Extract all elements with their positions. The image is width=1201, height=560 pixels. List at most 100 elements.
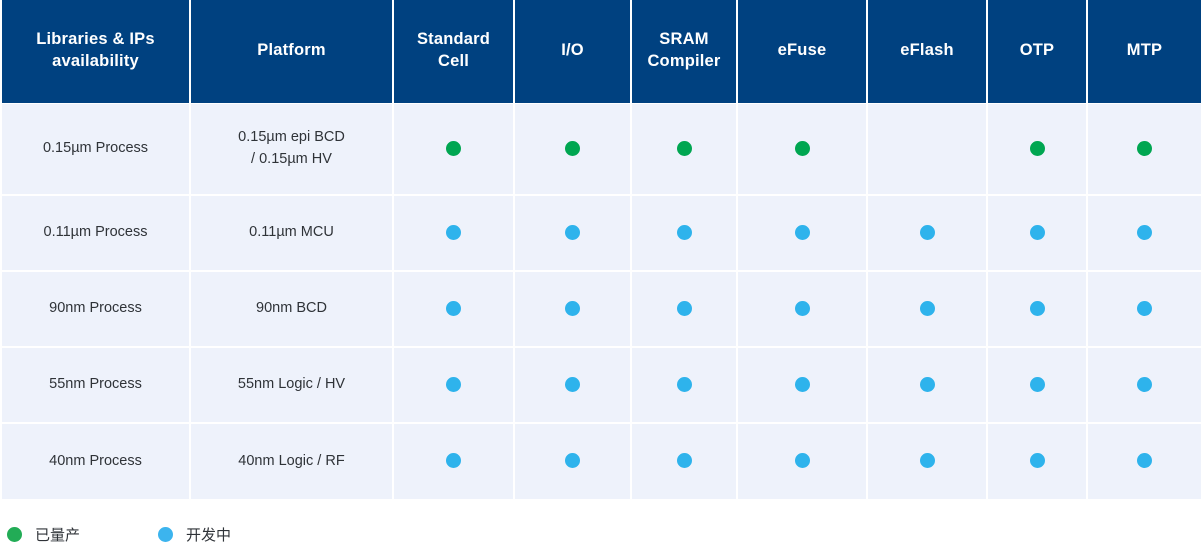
legend-label: 开发中 [186, 527, 232, 544]
cell-platform-line: 55nm Logic / HV [237, 376, 346, 393]
cell-status-mtp [1087, 271, 1201, 348]
cell-platform-line: 40nm Logic / RF [238, 452, 345, 469]
cell-status-sram-compiler [631, 347, 738, 424]
cell-status-mtp [1087, 195, 1201, 272]
status-green-dot-icon [1137, 140, 1152, 156]
status-blue-dot-icon [446, 224, 461, 240]
status-blue-dot-icon [446, 453, 461, 469]
cell-status-efuse [737, 347, 868, 424]
cell-platform-line: / 0.15µm HV [251, 150, 332, 167]
column-header-efuse-label: eFuse [777, 41, 827, 60]
cell-status-sram-compiler [631, 423, 738, 499]
status-blue-dot-icon [1029, 224, 1045, 240]
cell-status-sram-compiler [631, 195, 738, 272]
cell-status-mtp [1087, 347, 1201, 424]
cell-status-otp [987, 423, 1088, 499]
column-header-eflash-label: eFlash [900, 41, 954, 60]
legend-green-dot-icon [7, 527, 22, 542]
status-blue-dot-icon [794, 453, 810, 469]
status-blue-dot-icon [565, 453, 580, 469]
status-blue-dot-icon [794, 300, 810, 316]
cell-status-io [514, 271, 632, 348]
status-blue-dot-icon [676, 224, 692, 240]
status-blue-dot-icon [446, 300, 461, 316]
status-blue-dot-icon [919, 300, 935, 316]
status-green-dot-icon [1029, 140, 1045, 156]
table-body: 0.15µm Process 0.15µm epi BCD / 0.15µm HV 0… [0, 103, 1201, 499]
status-blue-dot-icon [565, 224, 580, 240]
status-green-dot-icon [676, 140, 692, 156]
status-green-dot-icon [794, 140, 810, 156]
cell-platform-line: 90nm BCD [256, 300, 327, 317]
column-header-otp: OTP [987, 0, 1088, 104]
status-blue-dot-icon [1137, 300, 1152, 316]
cell-process: 40nm Process [0, 423, 191, 499]
column-header-process-line-1: Libraries & IPs [36, 30, 155, 49]
column-header-process-line-2: availability [52, 52, 139, 71]
cell-process: 55nm Process [0, 347, 191, 424]
status-blue-dot-icon [1029, 376, 1045, 392]
cell-platform-line: 0.15µm epi BCD [238, 129, 345, 145]
column-header-efuse: eFuse [737, 0, 868, 104]
status-blue-dot-icon [676, 300, 692, 316]
column-header-mtp: MTP [1087, 0, 1201, 104]
column-header-process: Libraries & IPs availability [0, 0, 191, 104]
status-blue-dot-icon [1137, 376, 1152, 392]
column-header-standard-cell: Standard Cell [393, 0, 515, 104]
cell-status-mtp [1087, 423, 1201, 499]
cell-status-otp [987, 195, 1088, 272]
table-row: 55nm Process 55nm Logic / HV [0, 347, 1201, 424]
status-blue-dot-icon [676, 376, 692, 392]
cell-status-otp [987, 347, 1088, 424]
cell-status-otp [987, 103, 1088, 196]
libraries-ip-availability-table: Libraries & IPs availability Platform St… [0, 0, 1201, 499]
status-blue-dot-icon [565, 376, 580, 392]
column-header-platform-label: Platform [257, 41, 326, 60]
cell-status-eflash [867, 271, 988, 348]
cell-status-eflash [867, 103, 988, 196]
status-blue-dot-icon [1137, 224, 1152, 240]
cell-platform: 0.11µm MCU [190, 195, 394, 272]
status-blue-dot-icon [919, 376, 935, 392]
status-green-dot-icon [446, 140, 461, 156]
legend-label: 已量产 [35, 527, 81, 544]
status-blue-dot-icon [1029, 453, 1045, 469]
cell-status-io [514, 347, 632, 424]
cell-platform: 55nm Logic / HV [190, 347, 394, 424]
status-blue-dot-icon [794, 224, 810, 240]
column-header-eflash: eFlash [867, 0, 988, 104]
column-header-sram-compiler-line-1: SRAM [659, 30, 709, 49]
cell-status-io [514, 423, 632, 499]
cell-status-mtp [1087, 103, 1201, 196]
cell-platform-line: 0.11µm MCU [249, 224, 334, 241]
cell-status-sram-compiler [631, 271, 738, 348]
header-row: Libraries & IPs availability Platform St… [0, 0, 1201, 104]
column-header-sram-compiler: SRAM Compiler [631, 0, 738, 104]
status-blue-dot-icon [794, 376, 810, 392]
cell-status-io [514, 103, 632, 196]
cell-status-standard-cell [393, 195, 515, 272]
cell-status-standard-cell [393, 103, 515, 196]
cell-status-standard-cell [393, 347, 515, 424]
cell-process: 0.15µm Process [0, 103, 191, 196]
legend-item: 已量产 [7, 524, 80, 545]
cell-platform: 40nm Logic / RF [190, 423, 394, 499]
status-blue-dot-icon [446, 376, 461, 392]
legend-item: 开发中 [158, 524, 231, 545]
table-row: 40nm Process 40nm Logic / RF [0, 423, 1201, 499]
status-green-dot-icon [565, 140, 580, 156]
cell-status-efuse [737, 271, 868, 348]
column-header-io-label: I/O [561, 41, 584, 60]
cell-status-otp [987, 271, 1088, 348]
column-header-standard-cell-line-2: Cell [437, 52, 470, 71]
column-header-sram-compiler-line-2: Compiler [647, 52, 721, 71]
cell-status-standard-cell [393, 423, 515, 499]
status-blue-dot-icon [919, 224, 935, 240]
legend-blue-dot-icon [158, 527, 174, 542]
cell-status-standard-cell [393, 271, 515, 348]
cell-process: 0.11µm Process [0, 195, 191, 272]
table-row: 0.11µm Process 0.11µm MCU [0, 195, 1201, 272]
column-header-otp-label: OTP [1019, 41, 1055, 60]
